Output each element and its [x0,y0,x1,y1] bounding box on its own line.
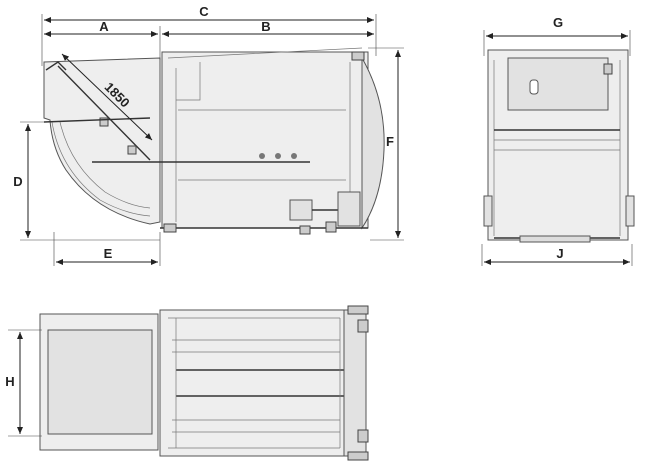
label-g: G [553,15,563,30]
container-body [161,51,369,229]
side-view: C A B D E F 1850 [13,4,404,266]
label-f: F [386,134,394,149]
container-top [159,309,367,457]
label-h: H [5,374,14,389]
dim-line-arm [61,53,153,141]
hopper-body [43,57,161,225]
label-c: C [199,4,209,19]
rear-door [361,56,385,230]
top-view: H [5,305,369,461]
label-d: D [13,174,22,189]
label-e: E [104,246,113,261]
lock-plate [289,199,313,221]
label-b: B [261,19,270,34]
label-a: A [99,19,109,34]
front-view: G J [481,15,635,266]
label-j: J [556,246,563,261]
